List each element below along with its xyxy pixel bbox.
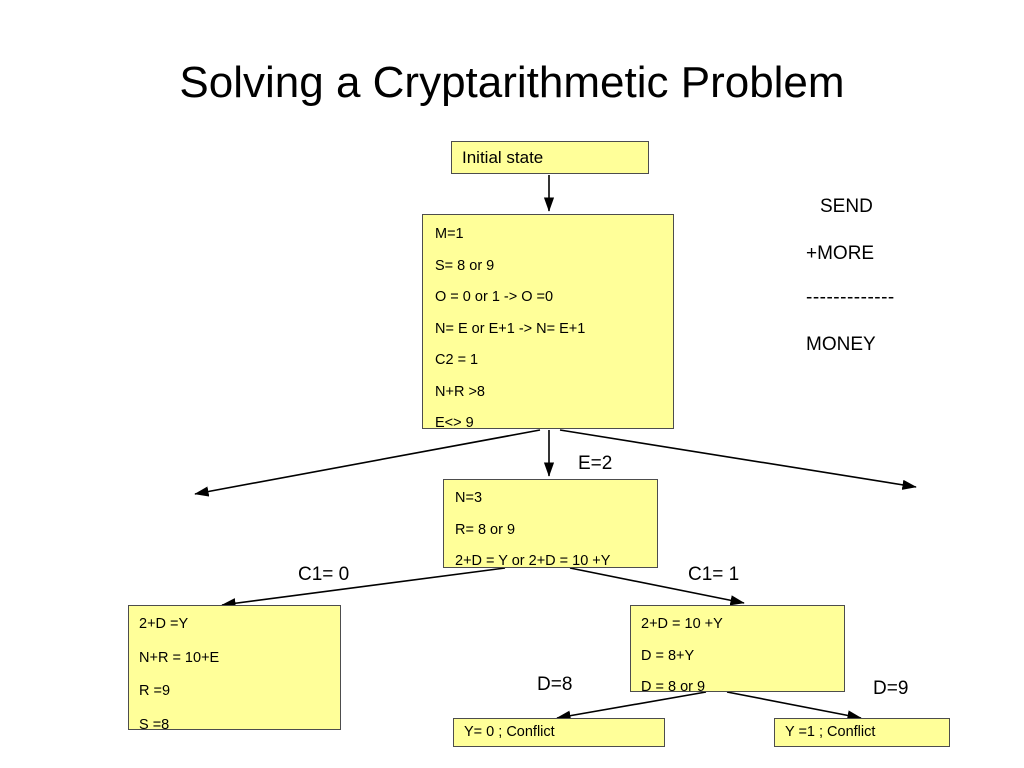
node-line: O = 0 or 1 -> O =0 [435, 289, 554, 305]
node-line: 2+D = Y or 2+D = 10 +Y [455, 553, 611, 569]
node-line: Y= 0 ; Conflict [464, 724, 555, 740]
node-line: M=1 [435, 226, 464, 242]
node-line: R= 8 or 9 [455, 521, 516, 538]
node-line: N+R >8 [435, 383, 485, 400]
puzzle-line-money: MONEY [806, 334, 876, 355]
node-line: D = 8+Y [641, 647, 695, 664]
node-conflict-d9: Y =1 ; Conflict [774, 718, 950, 747]
puzzle-line-send: SEND [820, 196, 873, 217]
node-line: Y =1 ; Conflict [785, 724, 876, 740]
node-conflict-d8: Y= 0 ; Conflict [453, 718, 665, 747]
node-line: E<> 9 [435, 415, 474, 431]
node-branch-c1-0: 2+D =Y N+R = 10+E R =9 S =8 [128, 605, 341, 733]
node-line: N=3 [455, 490, 483, 506]
puzzle-line-more: +MORE [806, 243, 875, 264]
page-title: Solving a Cryptarithmetic Problem [179, 58, 845, 107]
edge-label-c1-1: C1= 1 [688, 564, 740, 585]
node-line: C2 = 1 [435, 352, 479, 368]
edge-label-d9: D=9 [873, 678, 909, 699]
node-line: D = 8 or 9 [641, 679, 706, 695]
edge-label-e2: E=2 [578, 453, 613, 474]
edge-label-c1-0: C1= 0 [298, 564, 350, 585]
node-line: R =9 [139, 683, 171, 699]
node-branch-c1-1: 2+D = 10 +Y D = 8+Y D = 8 or 9 [630, 605, 845, 695]
edge-label-d8: D=8 [537, 674, 573, 695]
node-constraints-root: M=1 S= 8 or 9 O = 0 or 1 -> O =0 N= E or… [422, 214, 674, 431]
node-line: 2+D = 10 +Y [641, 616, 723, 632]
node-line: S= 8 or 9 [435, 257, 495, 274]
node-initial-state: Initial state [451, 141, 649, 174]
node-line: N= E or E+1 -> N= E+1 [435, 320, 586, 337]
node-line: 2+D =Y [139, 616, 189, 632]
puzzle-divider-line: ------------- [806, 287, 895, 308]
node-line: S =8 [139, 716, 170, 733]
node-branch-e2: N=3 R= 8 or 9 2+D = Y or 2+D = 10 +Y [443, 479, 658, 568]
node-line: Initial state [462, 148, 544, 167]
node-line: N+R = 10+E [139, 649, 220, 666]
